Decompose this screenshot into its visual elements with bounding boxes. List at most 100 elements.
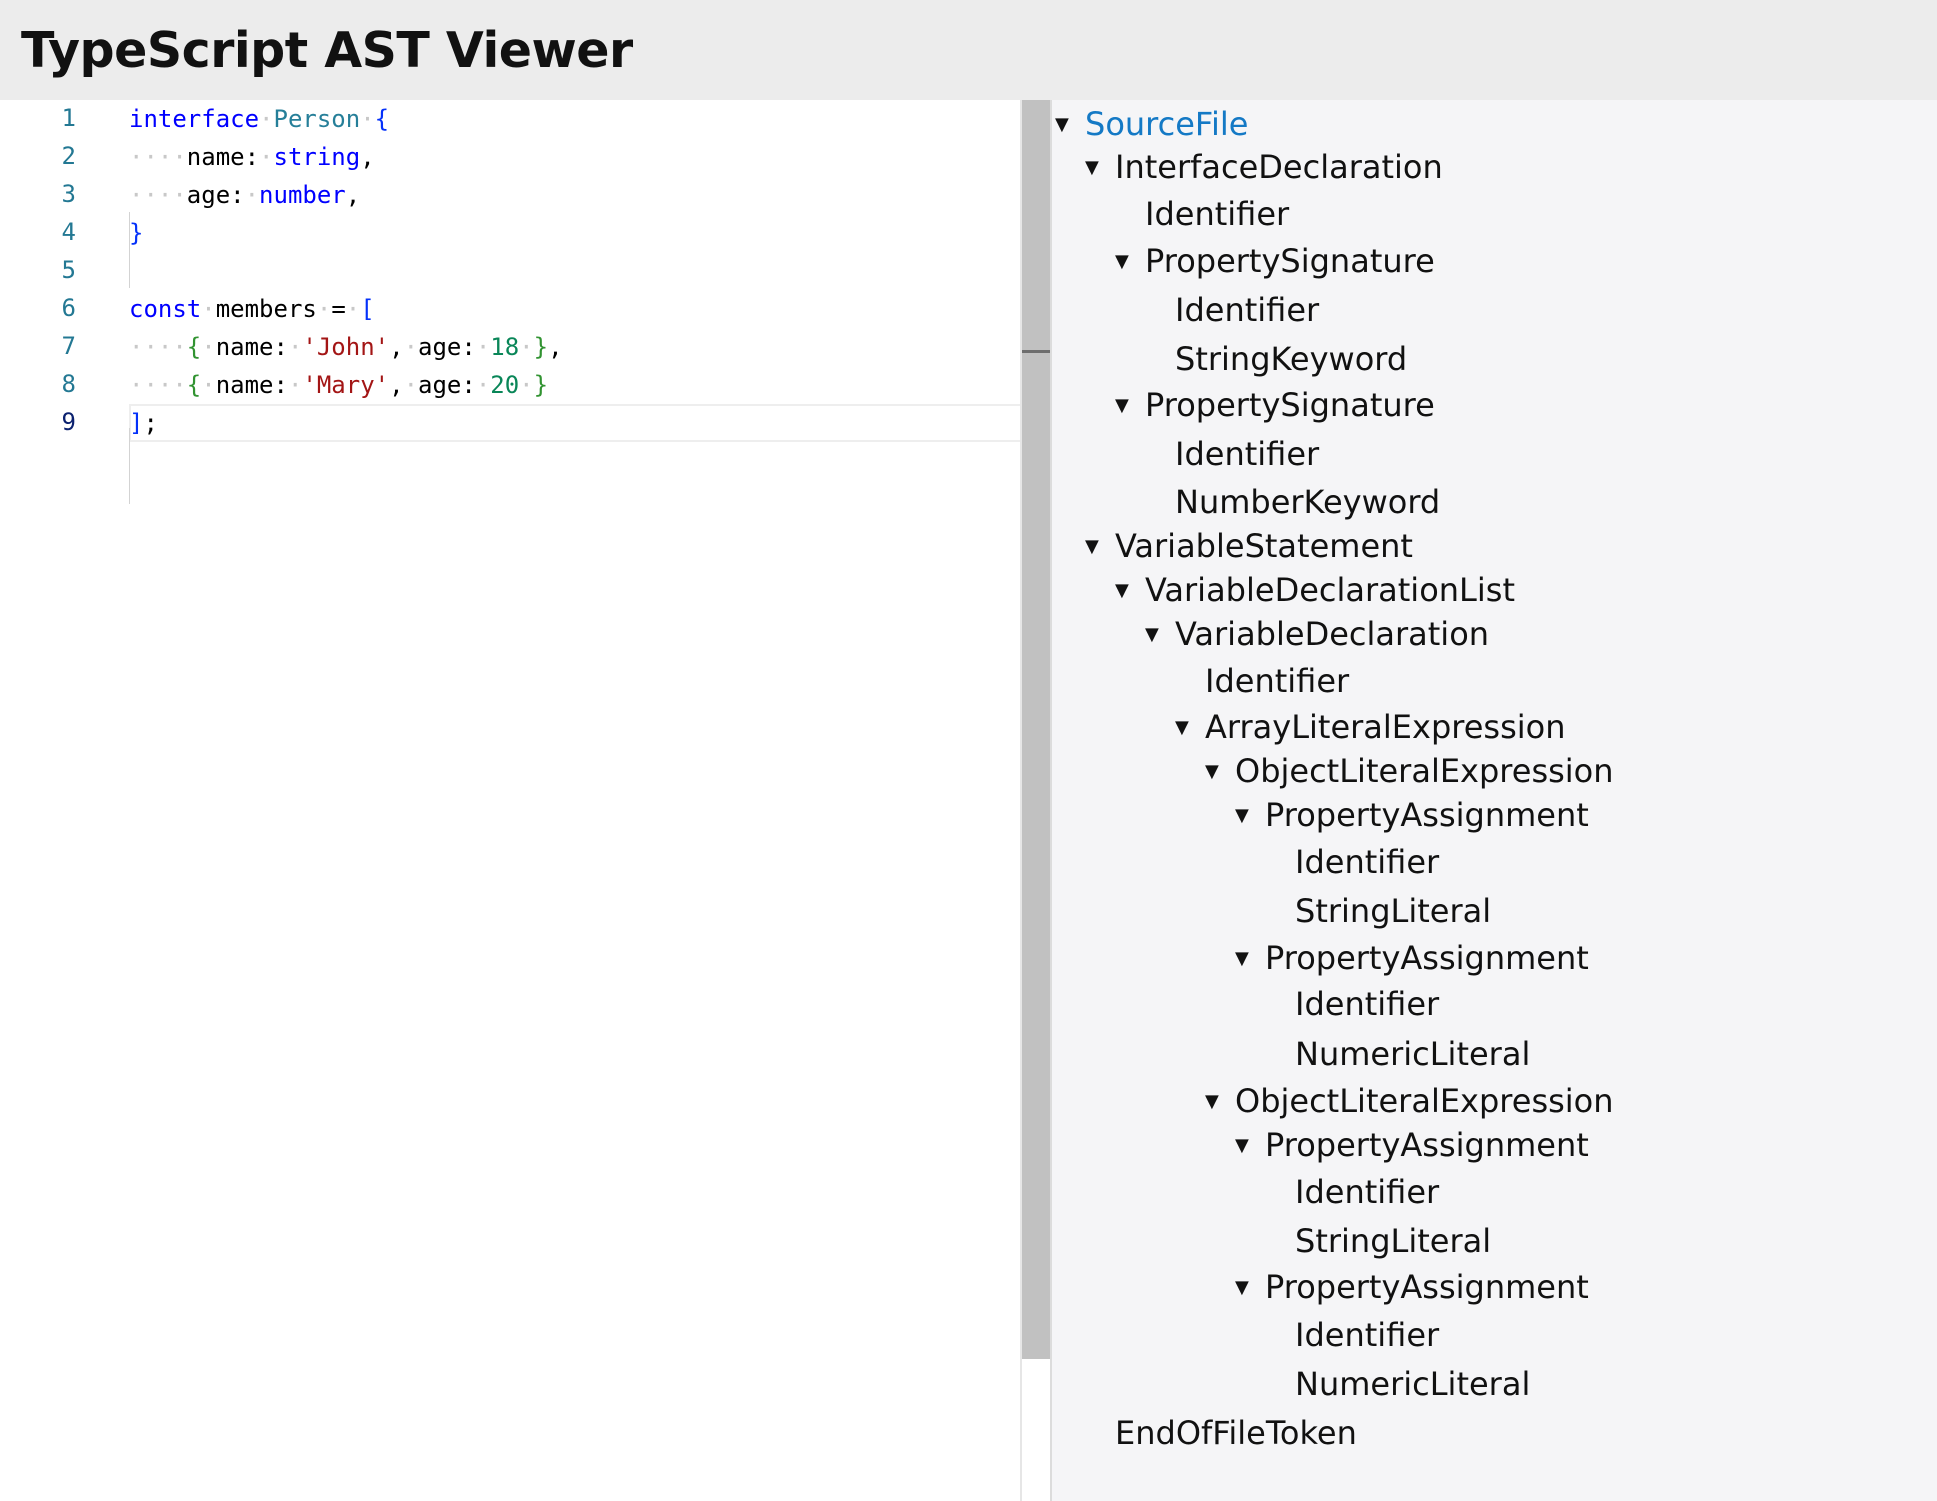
triangle-down-icon[interactable]: ▼ [1145, 624, 1159, 645]
tree-node[interactable]: ▼ PropertyAssignment [1235, 939, 1589, 977]
triangle-down-icon[interactable]: ▼ [1205, 761, 1219, 782]
tree-node[interactable]: NumberKeyword [1145, 483, 1440, 521]
tree-node[interactable]: ▼ VariableDeclaration [1145, 615, 1489, 653]
line-number: 1 [61, 104, 76, 132]
tree-node-label: EndOfFileToken [1115, 1414, 1357, 1452]
tree-node-label: PropertyAssignment [1265, 939, 1589, 977]
tree-node-label: PropertySignature [1145, 386, 1435, 424]
tree-node-label: PropertyAssignment [1265, 1126, 1589, 1164]
tree-node[interactable]: Identifier [1265, 843, 1439, 881]
line-number: 9 [61, 408, 76, 436]
tree-node[interactable]: ▼ PropertyAssignment [1235, 1268, 1589, 1306]
tree-node[interactable]: ▼ VariableStatement [1085, 527, 1413, 565]
indent-guide [129, 212, 130, 288]
code-text[interactable]: } [129, 219, 144, 247]
editor-scrollbar[interactable] [1022, 100, 1050, 1359]
tree-node-label: VariableDeclaration [1175, 615, 1490, 653]
tree-node[interactable]: Identifier [1145, 435, 1319, 473]
code-line[interactable]: 2 ····name:·string, [0, 138, 1022, 176]
triangle-down-icon[interactable]: ▼ [1175, 717, 1189, 738]
tree-node-label: Identifier [1295, 985, 1440, 1023]
tree-node-label: Identifier [1145, 195, 1290, 233]
code-line[interactable]: 6 const·members·=·[ [0, 290, 1022, 328]
line-number: 7 [61, 332, 76, 360]
line-number: 3 [61, 180, 76, 208]
triangle-down-icon[interactable]: ▼ [1085, 157, 1099, 178]
code-line[interactable]: 4 } [0, 214, 1022, 252]
code-text[interactable]: ····age:·number, [129, 181, 361, 209]
tree-node[interactable]: ▼ ArrayLiteralExpression [1175, 708, 1566, 746]
tree-node[interactable]: ▼ InterfaceDeclaration [1085, 148, 1443, 186]
tree-node[interactable]: EndOfFileToken [1085, 1414, 1357, 1452]
tree-node[interactable]: ▼ PropertyAssignment [1235, 1126, 1589, 1164]
tree-node[interactable]: Identifier [1265, 1316, 1439, 1354]
tree-node-label: ObjectLiteralExpression [1235, 1082, 1614, 1120]
code-line[interactable]: 9 ]; [0, 404, 1022, 442]
triangle-down-icon[interactable]: ▼ [1085, 536, 1099, 557]
indent-guide [129, 428, 130, 504]
tree-node[interactable]: ▼ VariableDeclarationList [1115, 571, 1515, 609]
tree-node-label: Identifier [1295, 843, 1440, 881]
triangle-down-icon[interactable]: ▼ [1115, 251, 1129, 272]
tree-node-label: StringLiteral [1295, 1222, 1492, 1260]
tree-node[interactable]: Identifier [1265, 1173, 1439, 1211]
tree-node-label: NumericLiteral [1295, 1035, 1531, 1073]
current-line-highlight [129, 404, 1022, 442]
code-text[interactable]: ····{·name:·'John',·age:·18·}, [129, 333, 563, 361]
code-text[interactable]: const·members·=·[ [129, 295, 375, 323]
code-text[interactable]: ····name:·string, [129, 143, 375, 171]
triangle-down-icon[interactable]: ▼ [1235, 805, 1249, 826]
code-line[interactable]: 1 interface·Person·{ [0, 100, 1022, 138]
code-line[interactable]: 3 ····age:·number, [0, 176, 1022, 214]
tree-node-label: ObjectLiteralExpression [1235, 752, 1614, 790]
tree-node[interactable]: ▼ ObjectLiteralExpression [1205, 752, 1614, 790]
tree-node[interactable]: StringLiteral [1265, 892, 1491, 930]
tree-node[interactable]: ▼SourceFile [1055, 105, 1248, 143]
tree-node[interactable]: ▼ ObjectLiteralExpression [1205, 1082, 1614, 1120]
tree-node[interactable]: StringLiteral [1265, 1222, 1491, 1260]
tree-node[interactable]: Identifier [1115, 195, 1289, 233]
triangle-down-icon[interactable]: ▼ [1115, 395, 1129, 416]
tree-node[interactable]: ▼ PropertySignature [1115, 386, 1435, 424]
tree-node-label: VariableDeclarationList [1145, 571, 1515, 609]
triangle-down-icon[interactable]: ▼ [1055, 114, 1069, 135]
tree-node-label: Identifier [1175, 435, 1320, 473]
code-line[interactable]: 8 ····{·name:·'Mary',·age:·20·} [0, 366, 1022, 404]
code-text[interactable]: ]; [129, 409, 158, 437]
code-text[interactable]: interface·Person·{ [129, 105, 390, 133]
code-text[interactable]: ····{·name:·'Mary',·age:·20·} [129, 371, 549, 399]
code-line[interactable]: 7 ····{·name:·'John',·age:·18·}, [0, 328, 1022, 366]
triangle-down-icon[interactable]: ▼ [1235, 1277, 1249, 1298]
tree-node-label: Identifier [1205, 662, 1350, 700]
panel-divider[interactable] [1050, 100, 1052, 1501]
tree-node-label: InterfaceDeclaration [1115, 148, 1443, 186]
triangle-down-icon[interactable]: ▼ [1235, 1135, 1249, 1156]
editor-edge [1020, 100, 1022, 1501]
app-title: TypeScript AST Viewer [21, 22, 633, 79]
tree-node[interactable]: ▼ PropertySignature [1115, 242, 1435, 280]
triangle-down-icon[interactable]: ▼ [1205, 1091, 1219, 1112]
tree-node[interactable]: StringKeyword [1145, 340, 1407, 378]
tree-node[interactable]: NumericLiteral [1265, 1035, 1530, 1073]
tree-node-label: StringKeyword [1175, 340, 1408, 378]
tree-node-label: Identifier [1295, 1173, 1440, 1211]
tree-node-label: ArrayLiteralExpression [1205, 708, 1566, 746]
tree-node-label: StringLiteral [1295, 892, 1492, 930]
tree-node-label: PropertySignature [1145, 242, 1435, 280]
tree-node[interactable]: Identifier [1175, 662, 1349, 700]
tree-node[interactable]: Identifier [1145, 291, 1319, 329]
triangle-down-icon[interactable]: ▼ [1235, 948, 1249, 969]
tree-node-label: Identifier [1295, 1316, 1440, 1354]
tree-node-label: NumberKeyword [1175, 483, 1441, 521]
app-header: TypeScript AST Viewer [0, 0, 1937, 100]
tree-node-label: PropertyAssignment [1265, 1268, 1589, 1306]
tree-node[interactable]: Identifier [1265, 985, 1439, 1023]
tree-node-label: VariableStatement [1115, 527, 1413, 565]
tree-node[interactable]: ▼PropertyAssignment [1235, 796, 1589, 834]
code-editor[interactable]: 1 interface·Person·{ 2 ····name:·string,… [0, 100, 1022, 1501]
triangle-down-icon[interactable]: ▼ [1115, 580, 1129, 601]
code-line[interactable]: 5 [0, 252, 1022, 290]
tree-node-label: Identifier [1175, 291, 1320, 329]
tree-node[interactable]: NumericLiteral [1265, 1365, 1530, 1403]
